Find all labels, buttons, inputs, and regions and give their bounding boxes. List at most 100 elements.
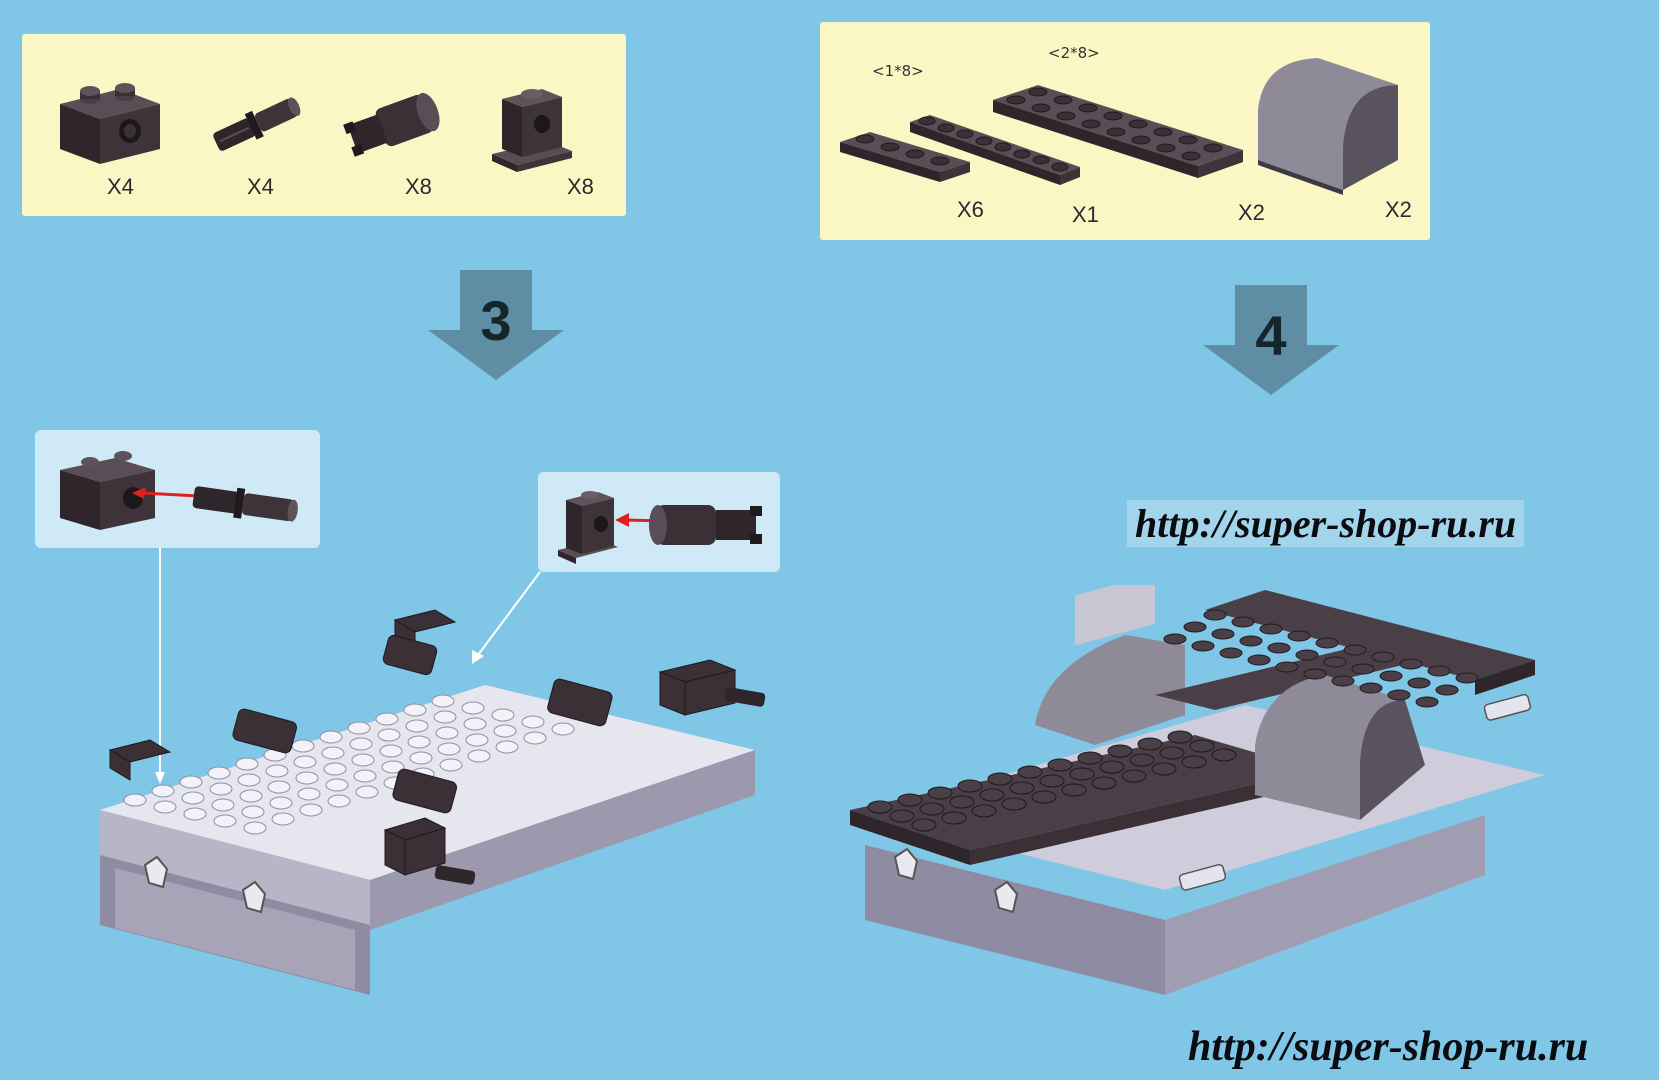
- stud: [435, 726, 459, 740]
- stud: [1231, 616, 1255, 628]
- stud: [1371, 651, 1395, 663]
- stud: [1121, 769, 1147, 783]
- stud: [207, 766, 231, 780]
- stud: [409, 751, 433, 765]
- stud: [1287, 630, 1311, 642]
- step4-parts-panel: <1*8> <2*8> X6 X1 X2: [820, 22, 1430, 240]
- stud: [209, 782, 233, 796]
- stud: [867, 800, 893, 814]
- stud: [327, 794, 351, 808]
- stud: [375, 712, 399, 726]
- stud: [349, 737, 373, 751]
- stud: [1387, 689, 1411, 701]
- stud: [1031, 790, 1057, 804]
- stud: [1315, 637, 1339, 649]
- step3-assembly: [100, 609, 766, 995]
- dimension-label: <2*8>: [1048, 44, 1100, 62]
- stud: [1151, 762, 1177, 776]
- watermark-url: http://super-shop-ru.ru: [1127, 500, 1525, 547]
- stud: [1091, 776, 1117, 790]
- stud: [243, 821, 267, 835]
- curved-slope-icon: [1258, 58, 1398, 195]
- stud: [433, 710, 457, 724]
- qty-label: X8: [405, 174, 432, 199]
- stud: [267, 780, 291, 794]
- stud: [1129, 753, 1155, 767]
- stud: [439, 758, 463, 772]
- stud: [941, 811, 967, 825]
- stud: [1167, 730, 1193, 744]
- stud: [1211, 628, 1235, 640]
- plate-1x8-icon: [910, 115, 1080, 185]
- technic-brick-1x2-icon: [60, 451, 155, 530]
- stud: [237, 773, 261, 787]
- stud: [949, 795, 975, 809]
- stud: [1181, 755, 1207, 769]
- stud: [889, 809, 915, 823]
- stud: [181, 791, 205, 805]
- stud: [403, 703, 427, 717]
- stud: [1183, 621, 1207, 633]
- plate-1x4-icon: [840, 132, 970, 182]
- stud: [1107, 744, 1133, 758]
- technic-brick-1x2-icon: [60, 83, 160, 164]
- stud: [1239, 635, 1263, 647]
- stud: [465, 733, 489, 747]
- qty-label: X2: [1238, 200, 1265, 225]
- stud: [491, 708, 515, 722]
- stud: [321, 746, 345, 760]
- stud: [1009, 781, 1035, 795]
- stud: [979, 788, 1005, 802]
- stud: [1039, 774, 1065, 788]
- stud: [351, 753, 375, 767]
- stud: [1077, 751, 1103, 765]
- detail-inset-clip: [538, 472, 780, 572]
- stud: [1159, 746, 1185, 760]
- stud: [213, 814, 237, 828]
- bracket-brick-icon: [558, 491, 618, 564]
- stud: [291, 739, 315, 753]
- stud: [1189, 739, 1215, 753]
- stud: [1427, 665, 1451, 677]
- stud: [1303, 668, 1327, 680]
- stud: [151, 784, 175, 798]
- stud: [323, 762, 347, 776]
- stud: [1061, 783, 1087, 797]
- stud: [1219, 647, 1243, 659]
- stud: [1069, 767, 1095, 781]
- stud: [1323, 656, 1347, 668]
- stud: [241, 805, 265, 819]
- stud: [897, 793, 923, 807]
- stud: [1203, 609, 1227, 621]
- clip-cylinder-icon: [649, 505, 762, 545]
- stud: [1359, 682, 1383, 694]
- step3-arrow-icon: 3: [428, 270, 564, 380]
- qty-label: X1: [1072, 202, 1099, 227]
- stud: [1407, 677, 1431, 689]
- stud: [919, 802, 945, 816]
- stud: [495, 740, 519, 754]
- stud: [1399, 658, 1423, 670]
- stud: [1211, 748, 1237, 762]
- stud: [467, 749, 491, 763]
- stud: [381, 760, 405, 774]
- stud: [437, 742, 461, 756]
- stud: [461, 701, 485, 715]
- stud: [379, 744, 403, 758]
- stud: [123, 793, 147, 807]
- stud: [1247, 654, 1271, 666]
- stud: [1137, 737, 1163, 751]
- stud: [211, 798, 235, 812]
- stud: [239, 789, 263, 803]
- stud: [1163, 633, 1187, 645]
- stud: [1099, 760, 1125, 774]
- stud: [293, 755, 317, 769]
- stud: [1267, 642, 1291, 654]
- stud: [521, 715, 545, 729]
- step3-number: 3: [480, 289, 511, 352]
- stud: [1017, 765, 1043, 779]
- technic-pin-icon: [192, 486, 298, 522]
- stud: [407, 735, 431, 749]
- detail-inset-pin: [35, 430, 320, 548]
- stud: [911, 818, 937, 832]
